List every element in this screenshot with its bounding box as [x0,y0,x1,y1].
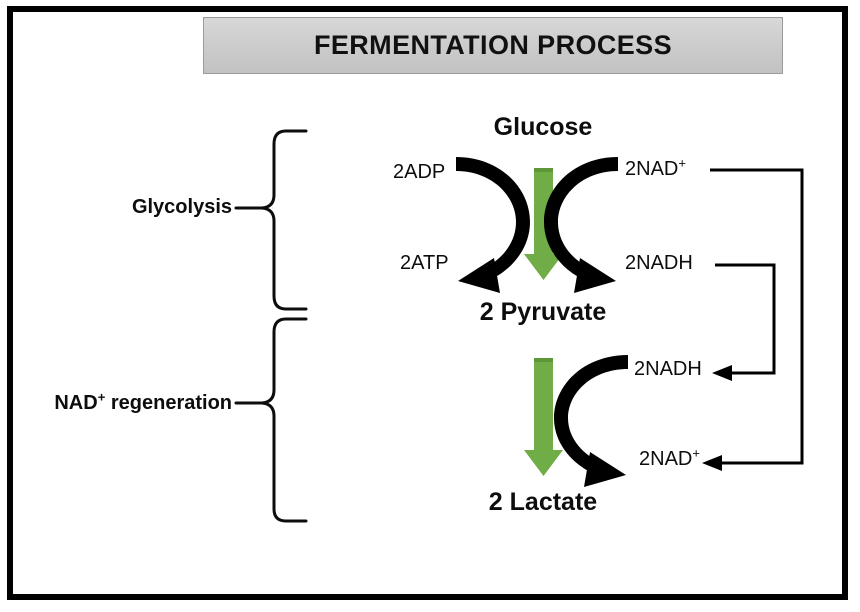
superscript-plus: + [692,445,700,461]
title-banner: FERMENTATION PROCESS [203,17,783,74]
cofactor-text: 2NAD [639,448,693,470]
group-label-glycolysis: Glycolysis [131,196,232,218]
page-title: FERMENTATION PROCESS [313,30,672,60]
cofactor-label-2nadh-top: 2NADH [625,252,693,274]
group-label-text-suffix: regeneration [105,392,232,414]
cofactor-label-2nad-plus-top: 2NAD+ [625,155,686,181]
group-label-nad-regeneration: NAD+ regeneration [0,389,232,415]
cofactor-label-2atp: 2ATP [400,252,449,274]
cofactor-text: 2NAD [625,158,679,180]
cofactor-label-2nad-plus-bottom: 2NAD+ [639,445,700,471]
node-label-lactate: 2 Lactate [488,488,598,516]
cofactor-label-2nadh-lower: 2NADH [634,358,702,380]
superscript-plus: + [678,155,686,171]
node-label-glucose: Glucose [493,113,593,141]
superscript-plus: + [97,389,106,405]
figure-border [7,6,848,600]
node-label-pyruvate: 2 Pyruvate [479,298,607,326]
group-label-text: NAD [54,392,98,414]
cofactor-label-2adp: 2ADP [393,161,446,183]
